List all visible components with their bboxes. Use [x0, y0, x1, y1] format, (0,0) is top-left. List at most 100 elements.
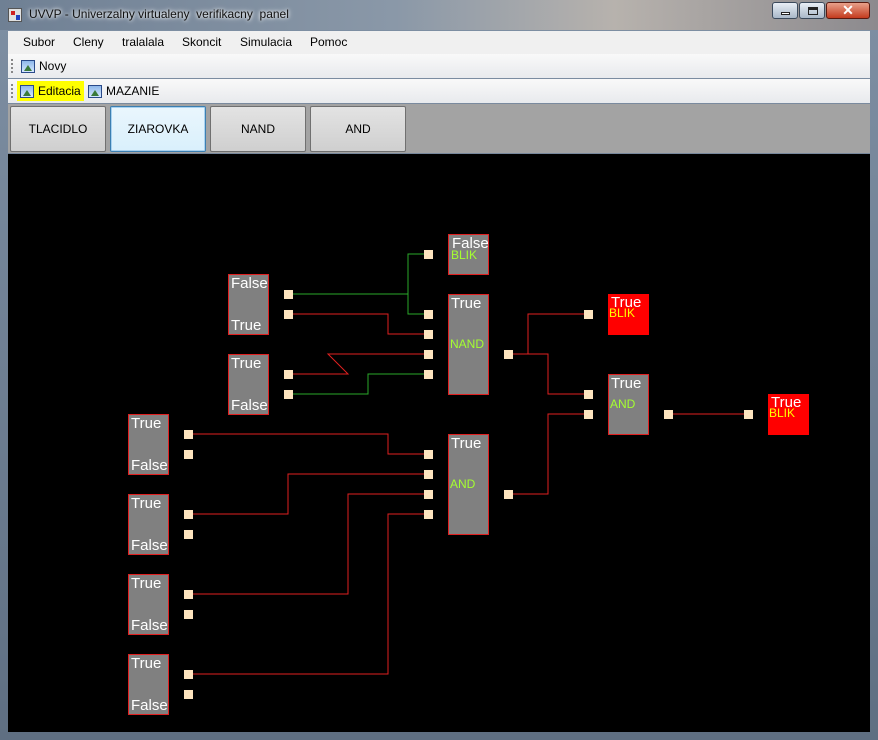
wire[interactable]: [292, 313, 428, 335]
nand-component[interactable]: NAND: [210, 106, 306, 152]
switch-bottom-value: False: [231, 397, 268, 414]
image-icon: [21, 59, 35, 73]
wires-layer: [192, 253, 748, 675]
maximize-icon: [808, 7, 818, 15]
menu-pomoc[interactable]: Pomoc: [310, 35, 348, 49]
lamp-value: False: [452, 235, 489, 252]
output-pin[interactable]: [284, 290, 293, 299]
switch-top-value: False: [231, 275, 268, 292]
output-pin[interactable]: [184, 510, 193, 519]
input-pin[interactable]: [424, 330, 433, 339]
input-pin[interactable]: [424, 470, 433, 479]
maximize-button[interactable]: [799, 2, 825, 19]
and-gate-2[interactable]: True AND: [608, 374, 649, 435]
menu-cleny[interactable]: Cleny: [73, 35, 104, 49]
switch-3[interactable]: True False: [128, 414, 169, 475]
output-pin[interactable]: [184, 590, 193, 599]
switch-1[interactable]: False True: [228, 274, 269, 335]
new-button-label: Novy: [39, 59, 67, 73]
close-button[interactable]: ✕: [826, 2, 870, 19]
title-bar[interactable]: UVVP - Univerzalny virtualeny verifikacn…: [0, 0, 878, 30]
minimize-icon: [781, 12, 790, 15]
wire[interactable]: [192, 493, 428, 595]
input-pin[interactable]: [584, 410, 593, 419]
input-pin[interactable]: [424, 450, 433, 459]
wire[interactable]: [528, 353, 588, 395]
delete-mode-label: MAZANIE: [106, 84, 160, 98]
switch-top-value: True: [131, 575, 162, 592]
button-component[interactable]: TLACIDLO: [10, 106, 106, 152]
wire[interactable]: [192, 433, 428, 455]
switch-bottom-value: False: [131, 617, 168, 634]
toolbar-mode: Editacia MAZANIE: [8, 79, 870, 103]
lamp-mid[interactable]: True BLIK: [608, 294, 649, 335]
output-pin[interactable]: [184, 430, 193, 439]
input-pin[interactable]: [424, 490, 433, 499]
and-gate-1[interactable]: True AND: [448, 434, 489, 535]
circuit-canvas[interactable]: False True True False True False True Fa…: [8, 154, 870, 732]
switch-2[interactable]: True False: [228, 354, 269, 415]
input-pin[interactable]: [584, 390, 593, 399]
app-icon[interactable]: [8, 8, 22, 22]
wire[interactable]: [192, 513, 428, 675]
lamp-component[interactable]: ZIAROVKA: [110, 106, 206, 152]
lamp-value: True: [771, 394, 802, 411]
output-pin[interactable]: [284, 310, 293, 319]
switch-bottom-value: True: [231, 317, 262, 334]
switch-5[interactable]: True False: [128, 574, 169, 635]
output-pin[interactable]: [284, 390, 293, 399]
edit-mode-button[interactable]: Editacia: [17, 81, 84, 101]
menu-subor[interactable]: Subor: [23, 35, 56, 49]
wire[interactable]: [407, 294, 428, 315]
wire[interactable]: [292, 353, 428, 375]
lamp-output[interactable]: True BLIK: [768, 394, 809, 435]
input-pin[interactable]: [424, 370, 433, 379]
input-pin[interactable]: [744, 410, 753, 419]
toolbar-grip[interactable]: [11, 59, 13, 73]
output-pin[interactable]: [664, 410, 673, 419]
close-icon: ✕: [842, 2, 854, 18]
lamp-type: BLIK: [451, 248, 478, 262]
lamp-type: BLIK: [769, 406, 796, 420]
switch-6[interactable]: True False: [128, 654, 169, 715]
switch-top-value: True: [131, 415, 162, 432]
new-button[interactable]: Novy: [18, 56, 69, 76]
output-pin[interactable]: [184, 670, 193, 679]
nand-gate[interactable]: True NAND: [448, 294, 489, 395]
menu-simulacia[interactable]: Simulacia: [240, 35, 293, 49]
output-pin[interactable]: [184, 450, 193, 459]
output-pin[interactable]: [504, 490, 513, 499]
wire[interactable]: [192, 473, 428, 515]
wire[interactable]: [292, 373, 428, 395]
output-pin[interactable]: [184, 610, 193, 619]
menu-skoncit[interactable]: Skoncit: [182, 35, 222, 49]
lamp-top[interactable]: False BLIK: [448, 234, 489, 275]
switch-top-value: True: [131, 495, 162, 512]
output-pin[interactable]: [184, 530, 193, 539]
output-pin[interactable]: [184, 690, 193, 699]
delete-mode-button[interactable]: MAZANIE: [85, 81, 162, 101]
input-pin[interactable]: [584, 310, 593, 319]
input-pin[interactable]: [424, 510, 433, 519]
wire[interactable]: [292, 253, 428, 295]
lamp-value: True: [611, 294, 642, 311]
menu-tralalala[interactable]: tralalala: [122, 35, 165, 49]
output-pin[interactable]: [504, 350, 513, 359]
switch-bottom-value: False: [131, 697, 168, 714]
output-pin[interactable]: [284, 370, 293, 379]
and-component[interactable]: AND: [310, 106, 406, 152]
minimize-button[interactable]: [772, 2, 798, 19]
toolbar-new: Novy: [8, 54, 870, 78]
switch-4[interactable]: True False: [128, 494, 169, 555]
gate-value: True: [451, 295, 482, 312]
image-icon: [20, 84, 34, 98]
input-pin[interactable]: [424, 310, 433, 319]
gate-value: True: [451, 435, 482, 452]
wire[interactable]: [512, 313, 588, 355]
input-pin[interactable]: [424, 350, 433, 359]
wire[interactable]: [512, 413, 588, 495]
toolbar-grip[interactable]: [11, 84, 13, 98]
image-icon: [88, 84, 102, 98]
input-pin[interactable]: [424, 250, 433, 259]
